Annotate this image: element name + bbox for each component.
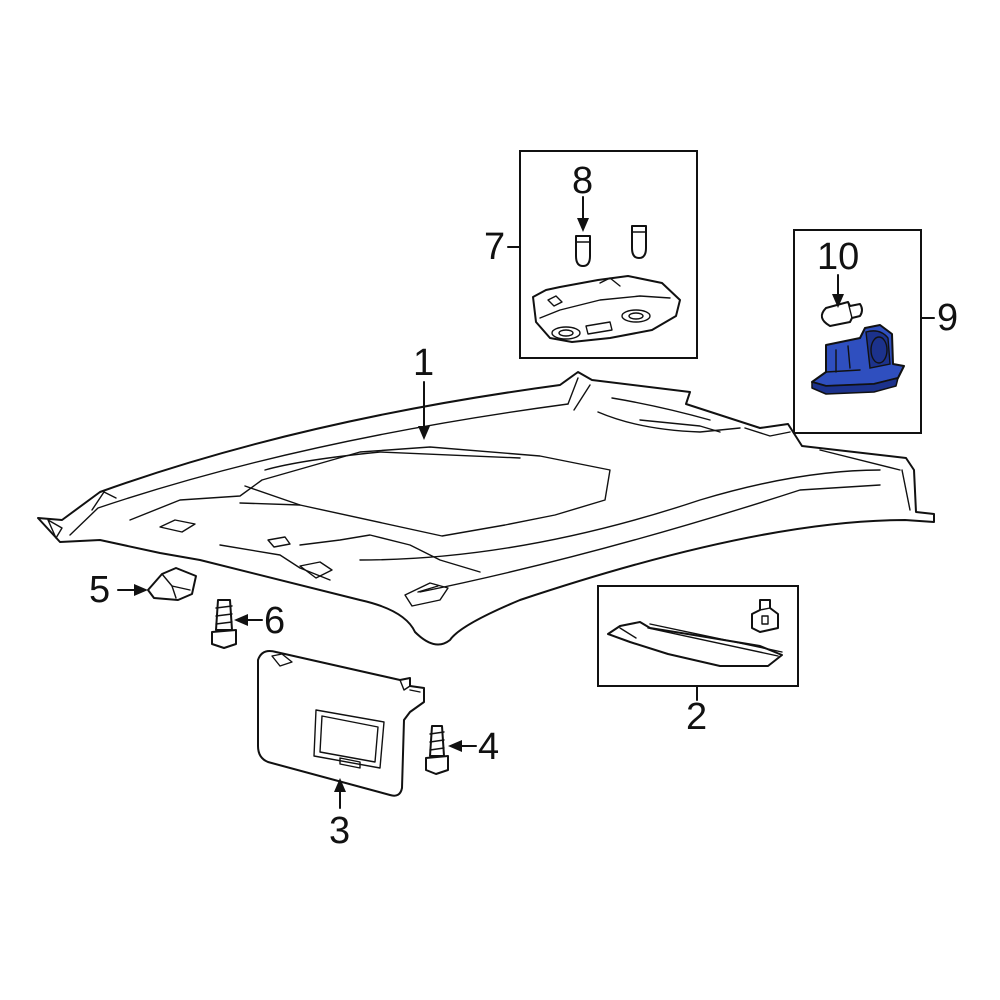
clip-part [751,599,779,633]
callout-8-leader [577,196,589,232]
screw-part-4[interactable] [425,725,449,775]
callout-6-leader [234,614,263,626]
callout-2: 2 [686,696,708,738]
map-lamp-inset-box [793,229,922,434]
callout-8: 8 [572,160,594,202]
callout-6: 6 [264,600,286,642]
callout-5: 5 [89,569,111,611]
sun-visor-part[interactable] [257,650,425,797]
headliner-part[interactable] [37,371,935,646]
callout-1-leader [418,381,430,440]
callout-10: 10 [817,236,860,278]
callout-4-leader [448,740,477,752]
callout-4: 4 [478,726,500,768]
callout-10-leader [832,274,844,308]
callout-9: 9 [937,297,959,339]
dome-lamp-part[interactable] [532,275,681,343]
callout-1: 1 [413,342,435,384]
callout-7: 7 [484,226,506,268]
dome-lamp-inset-box [519,150,698,359]
grab-handle-part[interactable] [607,621,783,667]
bulb-spare [631,225,647,259]
callout-5-leader [117,584,148,596]
clip-part-5[interactable] [147,567,197,601]
callout-3-leader [334,778,346,809]
map-lamp-part[interactable] [811,324,905,395]
screw-part-6[interactable] [211,599,237,649]
bulb-part-10[interactable] [820,301,863,327]
callout-3: 3 [329,810,351,852]
bulb-part-8[interactable] [575,235,591,267]
